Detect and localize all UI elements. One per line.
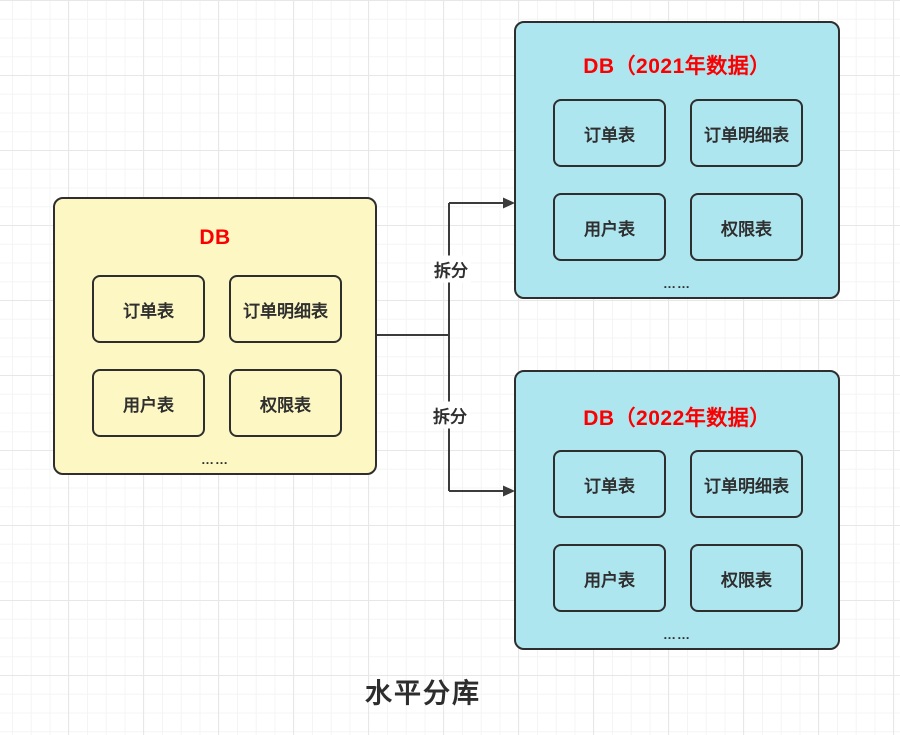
source-table-permission[interactable]: 权限表 bbox=[229, 369, 342, 437]
table-label: 订单表 bbox=[584, 476, 635, 496]
shard2021-table-order-detail[interactable]: 订单明细表 bbox=[690, 99, 803, 167]
table-label: 用户表 bbox=[584, 570, 635, 590]
ellipsis-more-tables: …… bbox=[663, 627, 691, 642]
table-label: 用户表 bbox=[123, 395, 174, 415]
split-label-bottom[interactable]: 拆分 bbox=[430, 401, 470, 429]
source-table-order-detail[interactable]: 订单明细表 bbox=[229, 275, 342, 343]
table-label: 用户表 bbox=[584, 219, 635, 239]
shard2021-table-order[interactable]: 订单表 bbox=[553, 99, 666, 167]
source-db-title: DB bbox=[199, 226, 231, 249]
source-table-user[interactable]: 用户表 bbox=[92, 369, 205, 437]
table-label: 订单表 bbox=[584, 125, 635, 145]
arrowhead-top bbox=[503, 197, 515, 209]
split-label-top[interactable]: 拆分 bbox=[431, 255, 471, 283]
shard2021-table-permission[interactable]: 权限表 bbox=[690, 193, 803, 261]
source-table-order[interactable]: 订单表 bbox=[92, 275, 205, 343]
table-label: 订单明细表 bbox=[704, 125, 789, 145]
ellipsis-more-tables: …… bbox=[663, 276, 691, 291]
table-label: 订单表 bbox=[123, 301, 174, 321]
shard-db-2022-box[interactable]: DB（2022年数据） 订单表 订单明细表 用户表 权限表 …… bbox=[514, 370, 840, 650]
shard2022-table-order[interactable]: 订单表 bbox=[553, 450, 666, 518]
shard2022-table-order-detail[interactable]: 订单明细表 bbox=[690, 450, 803, 518]
shard-db-2021-title: DB（2021年数据） bbox=[583, 55, 771, 78]
shard-db-2022-title: DB（2022年数据） bbox=[583, 407, 771, 430]
arrowhead-bottom bbox=[503, 485, 515, 497]
shard-db-2021-box[interactable]: DB（2021年数据） 订单表 订单明细表 用户表 权限表 …… bbox=[514, 21, 840, 299]
source-db-box[interactable]: DB 订单表 订单明细表 用户表 权限表 …… bbox=[53, 197, 377, 475]
shard2021-table-user[interactable]: 用户表 bbox=[553, 193, 666, 261]
diagram-caption: 水平分库 bbox=[365, 678, 481, 709]
table-label: 订单明细表 bbox=[704, 476, 789, 496]
shard2022-table-user[interactable]: 用户表 bbox=[553, 544, 666, 612]
table-label: 权限表 bbox=[721, 570, 772, 590]
table-label: 权限表 bbox=[260, 395, 311, 415]
ellipsis-more-tables: …… bbox=[201, 452, 229, 467]
table-label: 订单明细表 bbox=[243, 301, 328, 321]
table-label: 权限表 bbox=[721, 219, 772, 239]
shard2022-table-permission[interactable]: 权限表 bbox=[690, 544, 803, 612]
